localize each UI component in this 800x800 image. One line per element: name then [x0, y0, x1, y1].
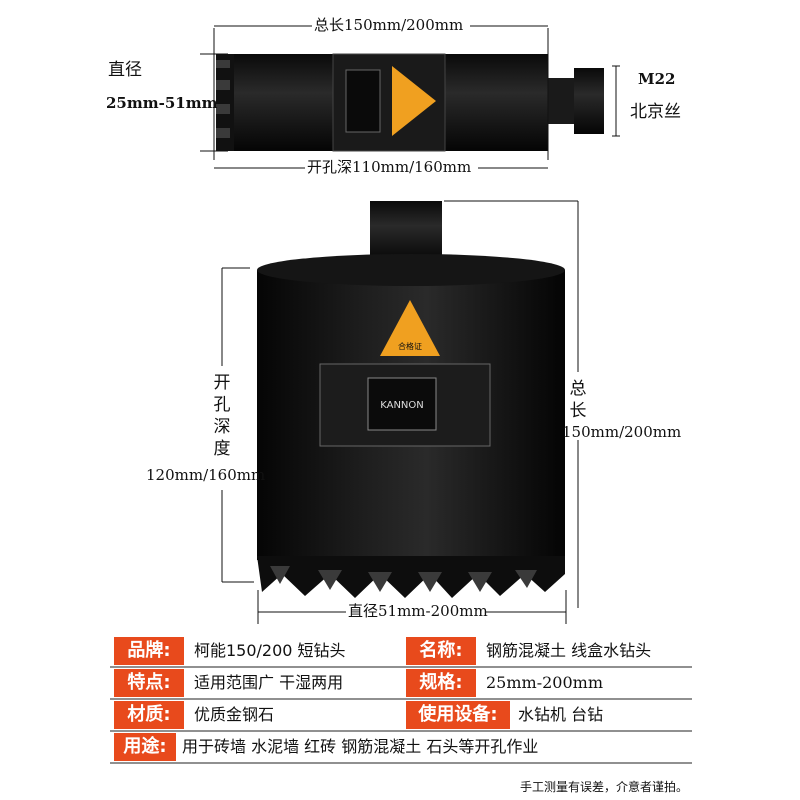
hole-depth-value: 120mm/160mm — [146, 466, 266, 484]
top-diameter-title: 直径 — [108, 60, 142, 80]
label-brand-text: KANNON — [380, 400, 424, 411]
usage-value: 用于砖墙 水泥墙 红砖 钢筋混凝土 石头等开孔作业 — [182, 737, 539, 756]
spec-row-1: 品牌: 柯能150/200 短钻头 名称: 钢筋混凝土 线盒水钻头 — [110, 635, 690, 667]
equipment-label: 使用设备: — [406, 701, 510, 729]
spec-row-4: 用途: 用于砖墙 水泥墙 红砖 钢筋混凝土 石头等开孔作业 — [110, 731, 690, 763]
name-label: 名称: — [406, 637, 476, 665]
brand-label: 品牌: — [114, 637, 184, 665]
name-value: 钢筋混凝土 线盒水钻头 — [486, 641, 652, 660]
total-length-title: 总长 — [569, 379, 587, 421]
top-hole-depth-label: 开孔深110mm/160mm — [307, 158, 472, 176]
large-core-bit: KANNON 合格证 — [257, 201, 565, 598]
total-length-value: 150mm/200mm — [562, 423, 682, 441]
top-total-length-label: 总长150mm/200mm — [314, 16, 464, 34]
size-label: 规格: — [406, 669, 476, 697]
thread-type-label: 北京丝 — [630, 102, 681, 122]
thread-size-label: M22 — [638, 70, 676, 88]
top-diameter-range: 25mm-51mm — [106, 94, 218, 112]
hole-depth-title: 开孔深度 — [213, 373, 231, 459]
brand-value: 柯能150/200 短钻头 — [194, 641, 346, 660]
large-dimension-lines — [221, 200, 579, 624]
material-value: 优质金钢石 — [194, 705, 275, 724]
cert-label-text: 合格证 — [398, 341, 422, 351]
spec-table-lines — [110, 666, 692, 764]
usage-label: 用途: — [114, 733, 176, 761]
spec-row-2: 特点: 适用范围广 干湿两用 规格: 25mm-200mm — [110, 667, 690, 699]
feature-label: 特点: — [114, 669, 184, 697]
material-label: 材质: — [114, 701, 184, 729]
spec-row-3: 材质: 优质金钢石 使用设备: 水钻机 台钻 — [110, 699, 690, 731]
bottom-diameter-label: 直径51mm-200mm — [348, 602, 488, 620]
top-dimension-lines — [200, 25, 620, 169]
footnote: 手工测量有误差，介意者谨拍。 — [519, 780, 688, 794]
feature-value: 适用范围广 干湿两用 — [194, 673, 344, 692]
equipment-value: 水钻机 台钻 — [518, 705, 604, 724]
small-core-bit — [216, 53, 604, 152]
size-value: 25mm-200mm — [486, 673, 603, 692]
